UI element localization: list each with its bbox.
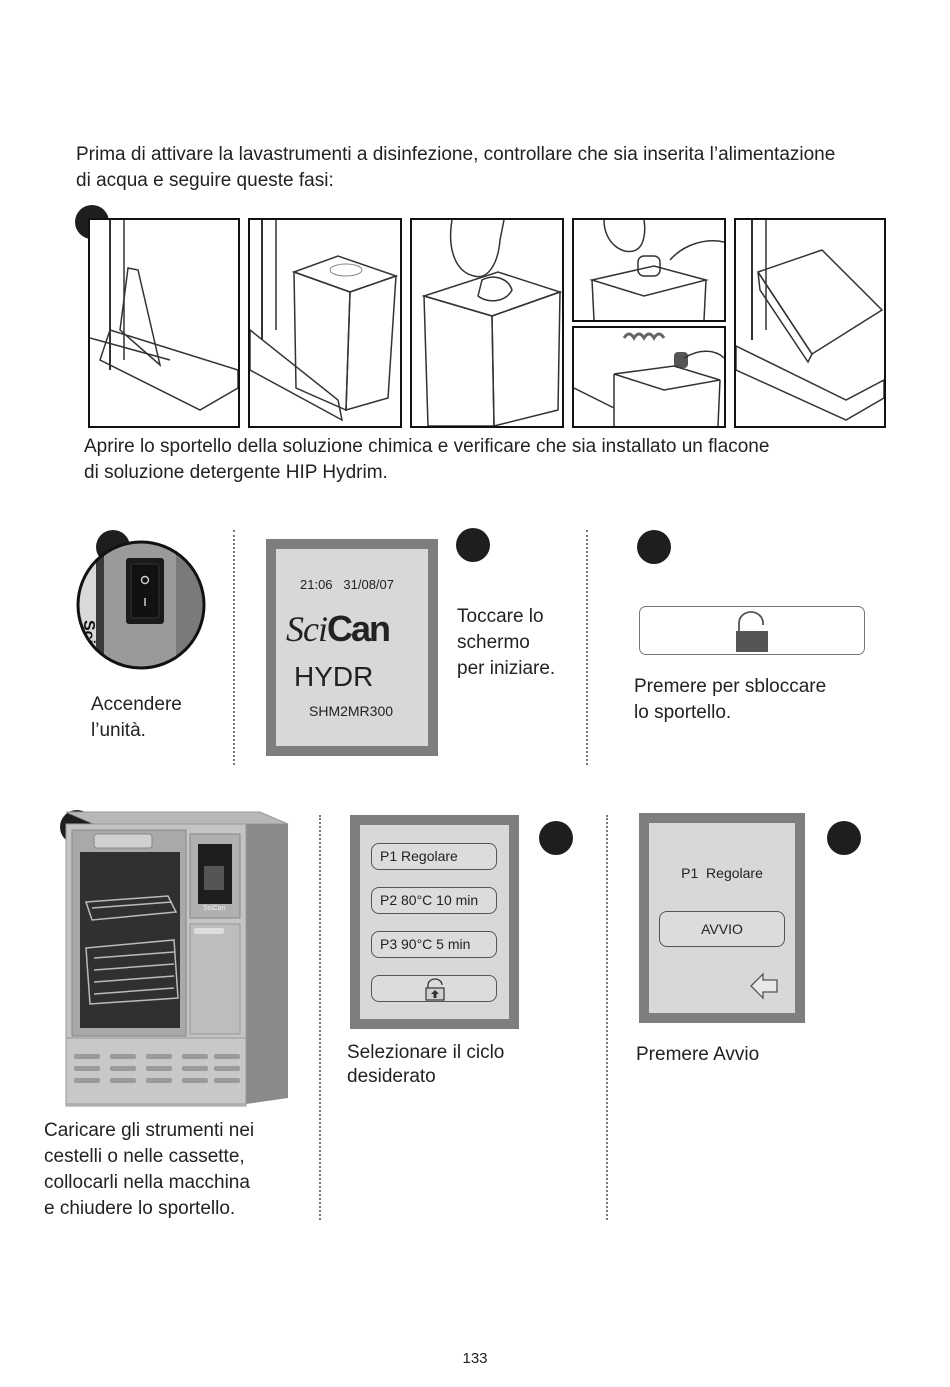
splash-time: 21:06 [300,577,333,592]
step-3-caption-line-3: per iniziare. [457,656,587,682]
cycle-unlock-button[interactable] [371,975,497,1002]
selected-cycle: P1 Regolare [649,865,795,881]
step-1-caption-line-1: Aprire lo sportello della soluzione chim… [84,434,944,460]
machine-logo: SciCan [203,905,226,912]
step-4-marker [637,530,671,564]
start-caption: Premere Avvio [636,1042,886,1068]
step-5-caption-line-4: e chiudere lo sportello. [44,1196,304,1222]
photo-bottle-in-door [248,218,402,428]
splash-date: 31/08/07 [343,577,394,592]
splash-screen[interactable]: 21:06 31/08/07 SciCan HYDR SHM2MR300 [266,539,438,756]
scican-logo: SciCan [286,609,389,649]
step-2-caption-line-2: l’unità. [91,718,231,744]
divider [319,815,321,1220]
scican-logo-can: Can [327,608,389,649]
back-arrow-icon[interactable] [749,971,779,1001]
cycle-caption-line-1: Selezionare il ciclo [347,1041,587,1065]
step-2-caption-line-1: Accendere [91,692,231,718]
step-6-marker [539,821,573,855]
step-1-caption: Aprire lo sportello della soluzione chim… [84,434,944,486]
divider [233,530,235,765]
unlock-button[interactable] [639,606,865,655]
step-2-caption: Accendere l’unità. [91,692,231,744]
machine-photo: SciCan [64,808,290,1108]
photo-remove-cap [410,218,564,428]
step-5-caption-line-3: collocarli nella macchina [44,1170,304,1196]
start-screen: P1 Regolare AVVIO [639,813,805,1023]
step-4-caption-line-2: lo sportello. [634,700,934,726]
step-4-caption: Premere per sbloccare lo sportello. [634,674,934,726]
step-3-caption-line-1: Toccare lo [457,604,587,630]
photo-insert-probe [572,326,726,428]
photo-close-door [734,218,886,428]
step-3-caption-line-2: schermo [457,630,587,656]
splash-product: HYDR [294,661,373,693]
step-3-caption: Toccare lo schermo per iniziare. [457,604,587,682]
cycle-button-p1[interactable]: P1 Regolare [371,843,497,870]
step-1-caption-line-2: di soluzione detergente HIP Hydrim. [84,460,944,486]
step-5-caption-line-2: cestelli o nelle cassette, [44,1144,304,1170]
page-number: 133 [0,1350,950,1367]
power-switch-icon [126,558,164,624]
step-5-caption-line-1: Caricare gli strumenti nei [44,1118,304,1144]
intro-line-1: Prima di attivare la lavastrumenti a dis… [76,142,946,168]
step-3-marker [456,528,490,562]
photo-remove-seal [572,218,726,322]
photo-open-door [88,218,240,428]
power-switch-photo: Sci [76,540,206,670]
scican-logo-sci: Sci [286,609,327,649]
cycle-caption-line-2: desiderato [347,1065,587,1089]
intro-line-2: di acqua e seguire queste fasi: [76,168,946,194]
divider [586,530,588,765]
splash-model: SHM2MR300 [309,703,393,719]
cycle-caption: Selezionare il ciclo desiderato [347,1041,587,1089]
cycle-button-p3[interactable]: P3 90°C 5 min [371,931,497,958]
step-7-marker [827,821,861,855]
start-button[interactable]: AVVIO [659,911,785,947]
cycle-button-p2[interactable]: P2 80°C 10 min [371,887,497,914]
padlock-icon [424,977,446,1001]
cycle-select-screen: P1 Regolare P2 80°C 10 min P3 90°C 5 min [350,815,519,1029]
step-4-caption-line-1: Premere per sbloccare [634,674,934,700]
splash-datetime: 21:06 31/08/07 [300,577,394,592]
padlock-icon [735,611,771,653]
divider [606,815,608,1220]
intro-text: Prima di attivare la lavastrumenti a dis… [76,142,946,194]
step-5-caption: Caricare gli strumenti nei cestelli o ne… [44,1118,304,1222]
